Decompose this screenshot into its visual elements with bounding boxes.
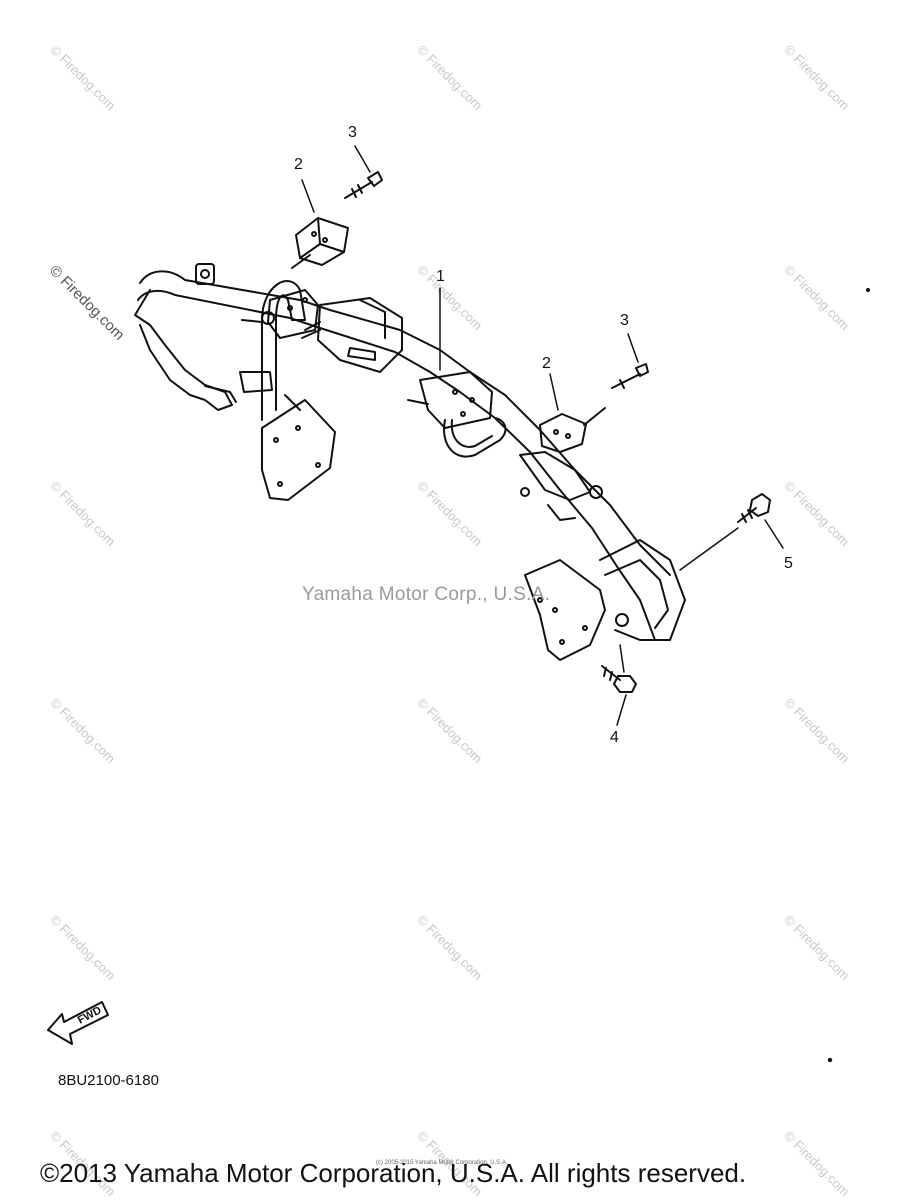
center-bracket xyxy=(419,371,493,429)
leader-2b xyxy=(549,373,559,411)
leader-3b xyxy=(627,333,639,363)
callout-5: 5 xyxy=(784,555,793,572)
callout-3-right: 3 xyxy=(620,312,629,329)
fwd-arrow-icon: FWD xyxy=(47,1001,109,1045)
right-mount-plate xyxy=(524,559,606,661)
tiny-copyright: (c) 2005-2015 Yamaha Motor Corporation, … xyxy=(376,1160,508,1166)
part-2-right xyxy=(539,413,587,453)
callout-3-upper: 3 xyxy=(348,124,357,141)
left-clamp xyxy=(195,263,215,285)
left-loop xyxy=(261,280,306,421)
center-mount xyxy=(317,297,403,373)
part-3-right-bolt xyxy=(611,373,641,389)
callout-2-right: 2 xyxy=(542,355,551,372)
stud xyxy=(347,347,376,361)
center-watermark: Yamaha Motor Corp., U.S.A. xyxy=(302,584,551,605)
part-5-bolt xyxy=(737,507,757,523)
part-2-upper xyxy=(295,217,349,266)
diagram-part-number: 8BU2100-6180 xyxy=(58,1072,159,1089)
left-mount-plate xyxy=(261,399,336,501)
part-3-upper-bolt xyxy=(344,181,373,199)
copyright-footer: ©2013 Yamaha Motor Corporation, U.S.A. A… xyxy=(40,1158,747,1188)
left-bracket-block xyxy=(267,289,319,339)
left-bracket-arm xyxy=(134,289,233,411)
u-loop xyxy=(443,417,507,458)
right-loop xyxy=(599,539,686,641)
right-bracket xyxy=(519,451,591,501)
leader-2a xyxy=(301,179,315,213)
leader-3a xyxy=(354,145,371,173)
callout-4: 4 xyxy=(610,729,619,746)
callout-1: 1 xyxy=(436,268,445,285)
frame-upper-rail xyxy=(139,270,671,576)
callout-2-upper: 2 xyxy=(294,156,303,173)
